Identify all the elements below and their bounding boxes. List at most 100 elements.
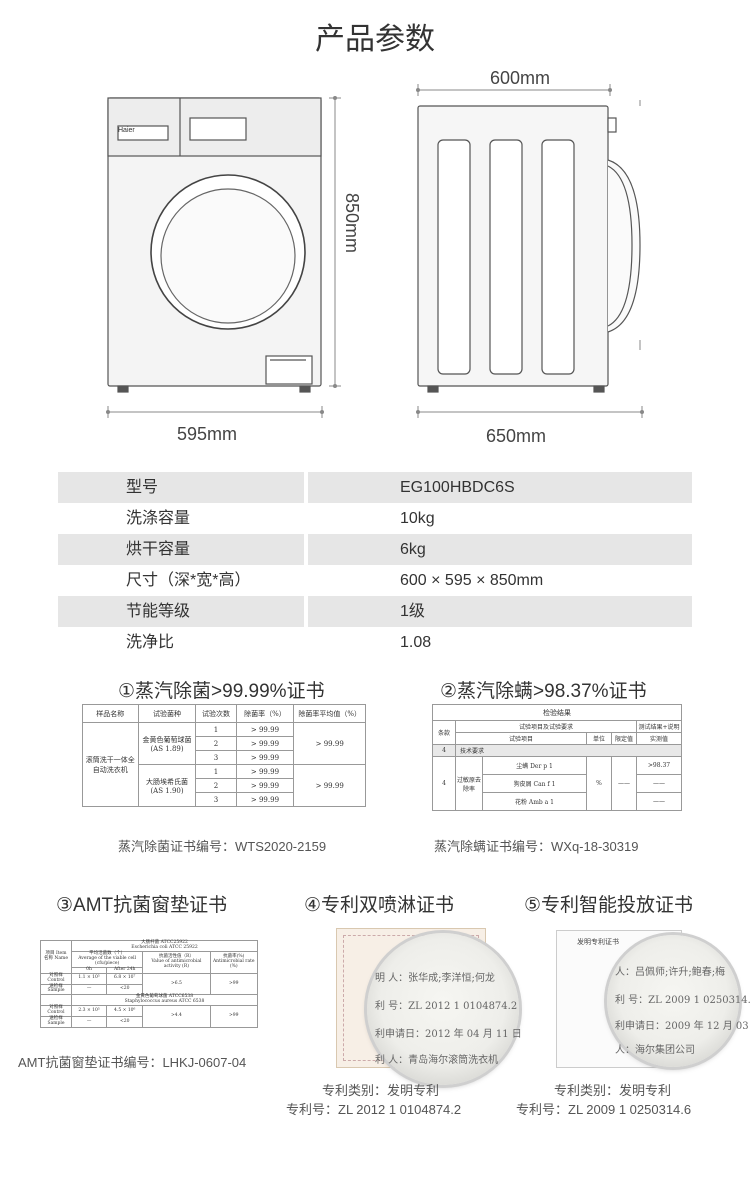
cert1-rate: > 99.99: [235, 736, 295, 751]
cert1-rate: > 99.99: [235, 792, 295, 807]
side-view-illustration: [417, 105, 641, 393]
lens-text: 利 号：ZL 2012 1 0104874.2: [375, 1001, 518, 1012]
cert1-strain-code: (AS 1.90): [150, 786, 184, 795]
cert1-rate: > 99.99: [235, 764, 295, 779]
cert1-header: 样品名称: [82, 704, 139, 723]
cert2-row-no: 4: [432, 756, 456, 811]
cert2-item: 狗皮屑 Can f 1: [482, 774, 587, 793]
cert3-cell: 1.1 × 10⁵: [70, 972, 108, 985]
cert3-caption: AMT抗菌窗垫证书编号：LHKJ-0607-04: [18, 1055, 247, 1070]
cert3-cell: —: [70, 983, 108, 996]
cert2-tech: 技术要求: [455, 744, 682, 757]
cert2-header: 试验项目: [455, 732, 587, 745]
cert3-strain-latin: Staphylococcus aureus ATCC 6538: [124, 999, 205, 1005]
spec-row-wash-capacity: 洗涤容量 10kg: [58, 503, 692, 534]
cert2-caption: 蒸汽除螨证书编号：WXq-18-30319: [434, 839, 639, 854]
lens-text: 人：吕佩师;许升;鲍春;梅: [615, 967, 726, 978]
spec-row-model: 型号 EG100HBDC6S: [58, 472, 692, 503]
cert2-header: 限定值: [611, 732, 637, 745]
cert1-run: 3: [195, 792, 237, 807]
cert2-group: 过敏原去除率: [455, 756, 483, 811]
cert3-header: 项目 Item: [45, 950, 67, 956]
front-width-label: 595mm: [177, 424, 238, 444]
cert1-rate: > 99.99: [235, 750, 295, 765]
cert3-row-label: 对照样 Control: [40, 1005, 72, 1018]
cert1-rate: > 99.99: [235, 722, 295, 737]
lens-text: 利 号：ZL 2009 1 0250314.6: [615, 995, 750, 1006]
cert3-header: Value of antimicrobial activity (R): [151, 958, 202, 969]
cert3-header: 名称 Name: [44, 955, 68, 961]
cert2-item: 花粉 Amb a 1: [482, 792, 587, 811]
cert4-title: ④专利双喷淋证书: [304, 895, 455, 916]
cert3-cell: <20: [106, 983, 144, 996]
cert2-header: 测试结果+说明: [636, 720, 682, 733]
cert3-title: ③AMT抗菌窗垫证书: [56, 895, 228, 916]
cert3-cell: >99: [209, 972, 259, 996]
cert1-title: ①蒸汽除菌>99.99%证书: [118, 681, 325, 702]
cert5-doc-title: 发明专利证书: [577, 938, 619, 946]
lens-text: 明 人：张华成;李洋恒;何龙: [375, 973, 495, 984]
cert3-cell: 6.8 × 10⁷: [106, 972, 144, 985]
height-label: 850mm: [342, 193, 362, 254]
cert1-run: 1: [195, 764, 237, 779]
cert2-limit: ——: [611, 756, 637, 811]
cert2-title: ②蒸汽除螨>98.37%证书: [440, 681, 647, 702]
cert2-header: 单位: [586, 732, 612, 745]
spec-value: 10kg: [400, 510, 435, 527]
spec-row-energy-grade: 节能等级 1级: [58, 596, 692, 627]
cert3-cell: >6.5: [142, 972, 211, 996]
cert2-header: 实测值: [636, 732, 682, 745]
top-width-label: 600mm: [490, 68, 551, 88]
spec-label: 型号: [58, 472, 304, 503]
cert2-row-no: 4: [432, 744, 456, 757]
spec-value: 6kg: [308, 534, 692, 565]
cert4-caption-type: 专利类别：发明专利: [322, 1083, 440, 1098]
cert3-row-label: 对照样 Control: [40, 972, 72, 985]
page-title: 产品参数: [315, 23, 435, 56]
brand-logo: Haier: [118, 127, 135, 134]
cert2-result: >98.37: [636, 756, 682, 775]
cert5-caption-type: 专利类别：发明专利: [554, 1083, 672, 1098]
cert3-strain-latin: Escherichia coli ATCC 25922: [131, 944, 198, 950]
spec-label: 烘干容量: [58, 534, 304, 565]
spec-value: 600 × 595 × 850mm: [400, 572, 544, 589]
spec-row-wash-ratio: 洗净比 1.08: [58, 627, 692, 658]
cert3-row-label: 送检样 Sample: [40, 1016, 72, 1028]
side-depth-label: 650mm: [486, 426, 547, 446]
cert1-run: 1: [195, 722, 237, 737]
cert3-header: 抗菌率(%): [223, 953, 245, 959]
spec-value: 1级: [308, 596, 692, 627]
cert2-header: 条款: [432, 720, 456, 745]
spec-label: 尺寸（深*宽*高）: [126, 572, 251, 589]
cert1-run: 2: [195, 736, 237, 751]
cert1-run: 3: [195, 750, 237, 765]
cert3-header: 平均活菌数（个）: [89, 950, 126, 956]
cert4-document-image: 明 人：张华成;李洋恒;何龙 利 号：ZL 2012 1 0104874.2 利…: [336, 928, 522, 1085]
cert1-header: 除菌率（%）: [235, 704, 295, 723]
cert3-strain: 大肠杆菌 ATCC25922: [141, 940, 188, 945]
cert1-avg: > 99.99: [293, 722, 366, 765]
spec-value: EG100HBDC6S: [308, 472, 692, 503]
cert1-rate: > 99.99: [235, 778, 295, 793]
lens-text: 利 人：青岛海尔滚筒洗衣机: [375, 1055, 499, 1066]
cert2-header: 试验项目及试验要求: [455, 720, 637, 733]
cert2-table-title: 检验结果: [432, 704, 682, 721]
spec-label: 节能等级: [58, 596, 304, 627]
cert3-cell: —: [70, 1016, 108, 1028]
cert1-sample: 滚筒洗干一体全自动洗衣机: [82, 722, 139, 807]
cert3-header: After 24h: [106, 966, 144, 974]
cert1-run: 2: [195, 778, 237, 793]
cert1-table-image: 样品名称 试验菌种 试验次数 除菌率（%） 除菌率平均值（%） 滚筒洗干一体全自…: [82, 704, 366, 807]
lens-text: 利申请日：2009 年 12 月 03 日: [615, 1021, 750, 1032]
cert3-cell: >4.4: [142, 1005, 211, 1028]
cert5-document-image: 发明专利证书 人：吕佩师;许升;鲍春;梅 利 号：ZL 2009 1 02503…: [556, 930, 750, 1068]
spec-label: 洗净比: [126, 634, 175, 651]
cert1-caption: 蒸汽除菌证书编号：WTS2020-2159: [118, 839, 327, 854]
cert1-header: 除菌率平均值（%）: [293, 704, 366, 723]
cert2-item: 尘螨 Der p 1: [482, 756, 587, 775]
front-view-illustration: [107, 97, 322, 393]
cert1-header: 试验菌种: [137, 704, 197, 723]
cert1-avg: > 99.99: [293, 764, 366, 807]
cert3-cell: >99: [209, 1005, 259, 1028]
magnifier-lens: 人：吕佩师;许升;鲍春;梅 利 号：ZL 2009 1 0250314.6 利申…: [607, 935, 750, 1067]
